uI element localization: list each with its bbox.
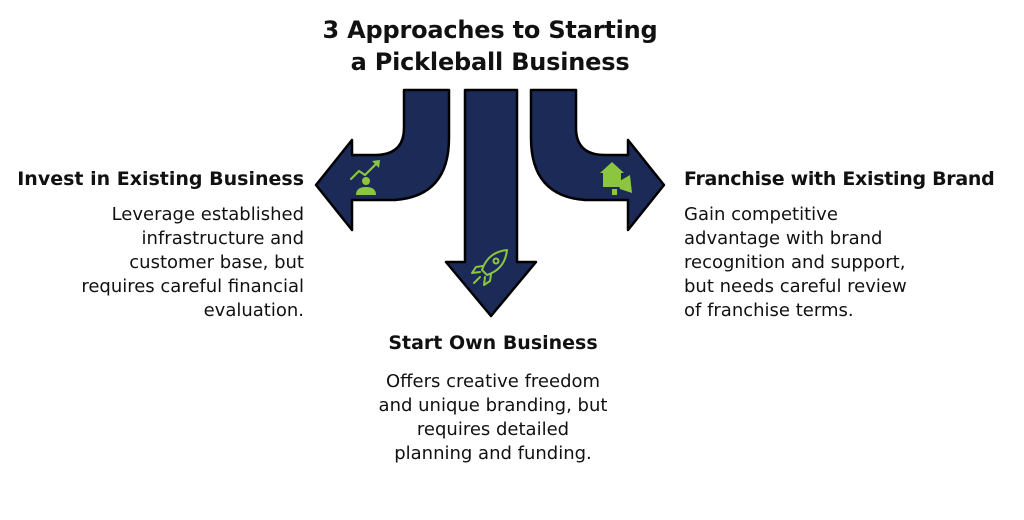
desc-line: Leverage established bbox=[111, 204, 304, 225]
rocket-icon bbox=[471, 249, 508, 286]
house-megaphone-icon bbox=[600, 162, 632, 195]
desc-line: of franchise terms. bbox=[684, 300, 854, 321]
desc-line: planning and funding. bbox=[394, 443, 592, 464]
desc-line: evaluation. bbox=[203, 300, 304, 321]
approach-description-invest: Leverage established infrastructure and … bbox=[8, 203, 304, 323]
center-down-arrow bbox=[444, 88, 538, 318]
desc-line: infrastructure and bbox=[141, 228, 304, 249]
approach-heading-franchise: Franchise with Existing Brand bbox=[684, 168, 995, 190]
desc-line: recognition and support, bbox=[684, 252, 906, 273]
approach-description-franchise: Gain competitive advantage with brand re… bbox=[684, 203, 984, 323]
desc-line: customer base, but bbox=[129, 252, 304, 273]
desc-line: requires careful financial bbox=[81, 276, 304, 297]
diagram-title: 3 Approaches to Starting a Pickleball Bu… bbox=[262, 14, 718, 78]
approach-heading-start-own: Start Own Business bbox=[388, 332, 598, 354]
title-line-2: a Pickleball Business bbox=[350, 48, 630, 76]
desc-line: but needs careful review bbox=[684, 276, 907, 297]
right-curved-arrow bbox=[529, 88, 666, 232]
growth-person-icon bbox=[349, 160, 380, 195]
desc-line: Gain competitive bbox=[684, 204, 838, 225]
desc-line: requires detailed bbox=[416, 419, 570, 440]
desc-line: advantage with brand bbox=[684, 228, 883, 249]
approach-description-start-own: Offers creative freedom and unique brand… bbox=[333, 370, 653, 466]
approach-heading-invest: Invest in Existing Business bbox=[17, 168, 304, 190]
desc-line: and unique branding, but bbox=[378, 395, 608, 416]
desc-line: Offers creative freedom bbox=[385, 371, 601, 392]
left-curved-arrow bbox=[314, 88, 451, 232]
title-line-1: 3 Approaches to Starting bbox=[322, 16, 658, 44]
